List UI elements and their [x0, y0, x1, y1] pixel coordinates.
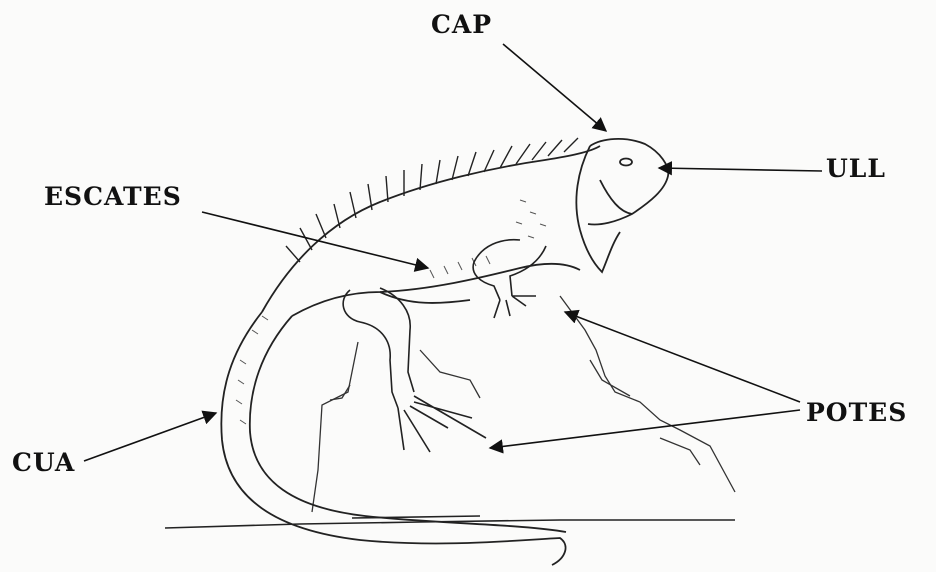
iguana-head	[576, 139, 668, 272]
arrow-potes-front	[565, 312, 800, 402]
label-escates: ESCATES	[44, 184, 182, 209]
label-potes: POTES	[806, 400, 907, 425]
arrow-cap	[503, 44, 606, 131]
hind-leg	[343, 288, 486, 452]
annotation-arrows	[84, 44, 822, 461]
label-cua: CUA	[12, 450, 75, 475]
front-leg	[473, 240, 546, 318]
arrow-escates	[202, 212, 428, 268]
arrow-cua	[84, 413, 216, 461]
iguana-tail	[221, 312, 566, 565]
arrow-potes-hind	[490, 410, 800, 448]
arrow-ull	[659, 168, 822, 171]
iguana-body	[262, 146, 600, 316]
scale-hatching	[236, 200, 546, 424]
label-ull: ULL	[826, 156, 886, 181]
label-cap: CAP	[431, 12, 492, 37]
